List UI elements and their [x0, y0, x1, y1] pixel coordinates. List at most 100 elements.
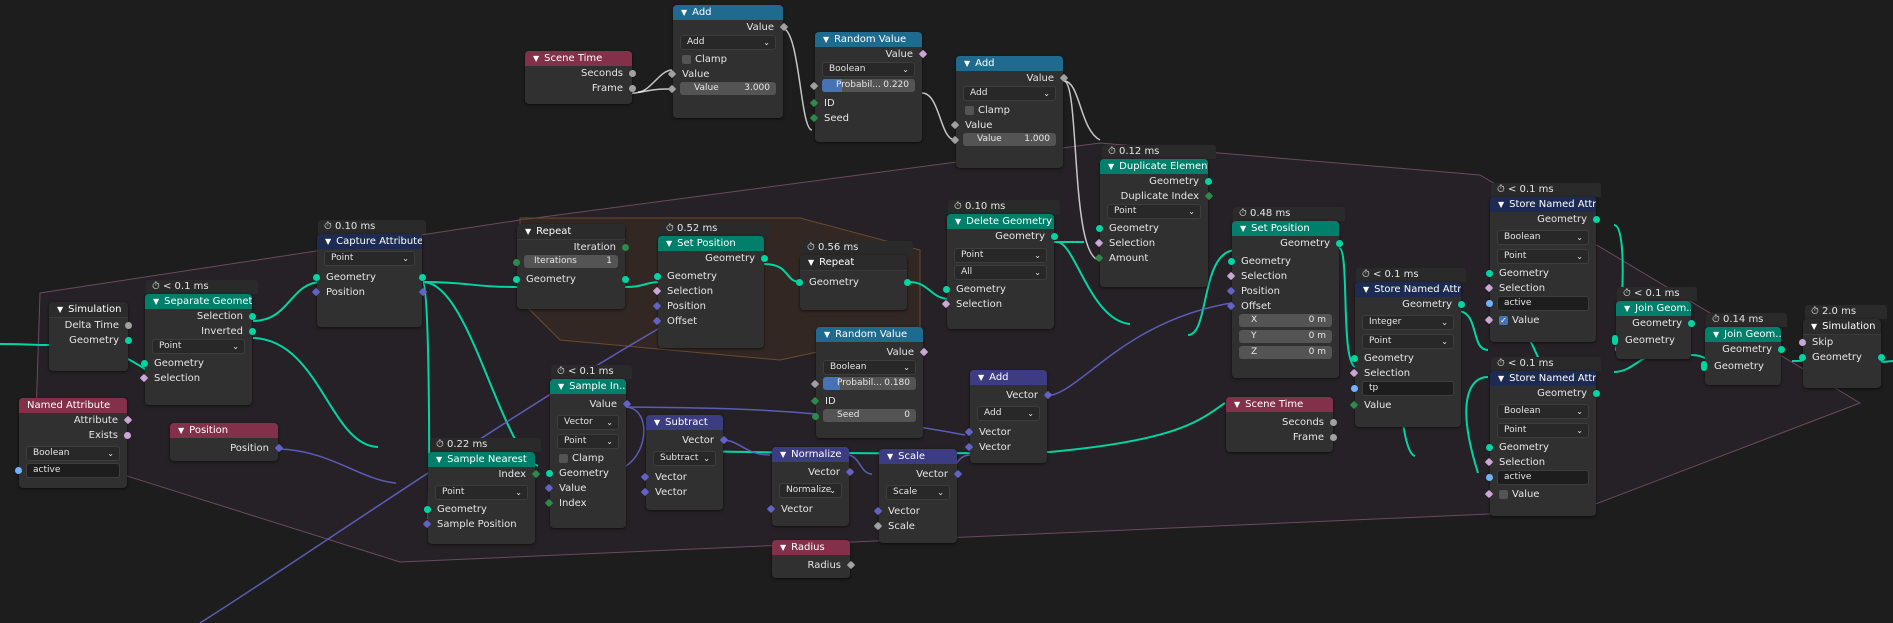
attribute-name-field[interactable]: active — [1497, 470, 1589, 485]
scene-time-node[interactable]: ▼Scene Time Seconds Frame — [1226, 397, 1337, 452]
radius-node[interactable]: ▼Radius Radius — [772, 540, 856, 578]
chevron-down-icon[interactable]: ▼ — [780, 543, 787, 552]
chevron-down-icon[interactable]: ▼ — [1811, 322, 1818, 331]
socket-input[interactable] — [141, 360, 148, 367]
node-header[interactable]: ▼Add — [970, 370, 1047, 385]
socket-output[interactable] — [1336, 240, 1343, 247]
named-attribute-node[interactable]: Named Attribute Attribute Exists Boolean… — [15, 398, 133, 488]
domain-dropdown[interactable]: Point⌄ — [1362, 334, 1454, 349]
chevron-down-icon[interactable]: ▼ — [666, 239, 673, 248]
delete-geometry-node[interactable]: ▼Delete Geometry Geometry Point⌄ All⌄ Ge… — [941, 214, 1058, 329]
socket-input[interactable] — [1096, 225, 1103, 232]
node-header[interactable]: ▼Separate Geometry — [145, 294, 252, 309]
clamp-checkbox[interactable] — [682, 54, 691, 64]
chevron-down-icon[interactable]: ▼ — [887, 452, 894, 461]
node-header[interactable]: ▼Normalize — [772, 447, 849, 462]
store-named-attribute-node[interactable]: ▼Store Named Attri... Geometry Boolean⌄ … — [1484, 371, 1600, 516]
node-header[interactable]: Named Attribute — [19, 398, 127, 413]
duplicate-elements-node[interactable]: ▼Duplicate Elements Geometry Duplicate I… — [1094, 159, 1214, 287]
socket-output[interactable] — [1593, 390, 1600, 397]
operation-dropdown[interactable]: Add⌄ — [977, 406, 1040, 421]
mode-dropdown[interactable]: All⌄ — [954, 265, 1047, 280]
node-header[interactable]: ▼Join Geom... — [1705, 327, 1781, 342]
position-node[interactable]: ▼Position Position — [170, 423, 284, 461]
node-header[interactable]: ▼Subtract — [646, 415, 723, 430]
type-dropdown[interactable]: Boolean⌄ — [822, 62, 915, 77]
chevron-down-icon[interactable]: ▼ — [654, 418, 661, 427]
separate-geometry-node[interactable]: ▼Separate Geometry Selection Inverted Po… — [139, 294, 256, 405]
socket-output[interactable] — [1051, 233, 1058, 240]
socket-input[interactable] — [812, 413, 819, 420]
scene-time-node[interactable]: ▼Scene Time Seconds Frame — [525, 51, 636, 104]
type-dropdown[interactable]: Vector⌄ — [557, 415, 619, 430]
socket-output[interactable] — [1330, 419, 1337, 426]
domain-dropdown[interactable]: Point⌄ — [954, 248, 1047, 263]
node-header[interactable]: ▼Random Value — [815, 32, 922, 47]
subtract-node[interactable]: ▼Subtract Vector Subtract⌄ Vector Vector — [640, 415, 729, 510]
socket-output[interactable] — [1688, 320, 1695, 327]
node-header[interactable]: ▼Position — [170, 423, 278, 438]
socket-output[interactable] — [1593, 216, 1600, 223]
socket-input[interactable] — [1228, 258, 1235, 265]
attribute-name-field[interactable]: active — [1497, 296, 1589, 311]
node-header[interactable]: ▼Set Position — [1232, 221, 1339, 236]
node-header[interactable]: ▼Scene Time — [1226, 397, 1333, 412]
chevron-down-icon[interactable]: ▼ — [780, 450, 787, 459]
node-header[interactable]: ▼Delete Geometry — [947, 214, 1054, 229]
chevron-down-icon[interactable]: ▼ — [681, 8, 688, 17]
node-header[interactable]: ▼Repeat — [517, 224, 625, 240]
socket-output[interactable] — [1205, 178, 1212, 185]
type-dropdown[interactable]: Boolean⌄ — [1497, 230, 1589, 245]
simulation-output-node[interactable]: ▼Simulation Skip Geometry — [1799, 319, 1885, 388]
socket-input[interactable] — [546, 470, 553, 477]
vector-add-node[interactable]: ▼Add Vector Add⌄ Vector Vector — [964, 370, 1053, 463]
normalize-node[interactable]: ▼Normalize Vector Normalize⌄ Vector — [766, 447, 855, 526]
chevron-down-icon[interactable]: ▼ — [824, 330, 831, 339]
domain-dropdown[interactable]: Point⌄ — [435, 485, 528, 500]
node-header[interactable]: ▼Store Named Attri... — [1490, 371, 1596, 386]
socket-output[interactable] — [622, 276, 629, 283]
checkmark-icon[interactable]: ✓ — [1499, 315, 1508, 325]
chevron-down-icon[interactable]: ▼ — [525, 227, 532, 236]
socket-input[interactable] — [1486, 474, 1493, 481]
socket-output[interactable] — [622, 244, 629, 251]
node-header[interactable]: ▼Add — [956, 56, 1063, 71]
socket-output[interactable] — [249, 313, 256, 320]
chevron-down-icon[interactable]: ▼ — [1363, 285, 1370, 294]
socket-input[interactable] — [513, 259, 520, 266]
node-header[interactable]: ▼Set Position — [658, 236, 764, 251]
socket-input[interactable] — [943, 286, 950, 293]
chevron-down-icon[interactable]: ▼ — [558, 382, 565, 391]
value-checkbox[interactable] — [1499, 489, 1508, 499]
type-dropdown[interactable]: Boolean⌄ — [1497, 404, 1589, 419]
node-header[interactable]: ▼Sample In... — [550, 379, 626, 394]
clamp-checkbox[interactable] — [965, 105, 974, 115]
node-header[interactable]: ▼Repeat — [800, 255, 907, 271]
socket-input[interactable] — [654, 273, 661, 280]
socket-input[interactable] — [796, 279, 803, 286]
set-position-node[interactable]: ▼Set Position Geometry Geometry Selectio… — [652, 236, 768, 348]
node-header[interactable]: ▼Scene Time — [525, 51, 632, 66]
node-header[interactable]: ▼Add — [673, 5, 783, 20]
type-dropdown[interactable]: Boolean⌄ — [26, 446, 120, 461]
socket-input[interactable] — [313, 274, 320, 281]
socket-input[interactable] — [424, 506, 431, 513]
chevron-down-icon[interactable]: ▼ — [178, 426, 185, 435]
type-dropdown[interactable]: Boolean⌄ — [823, 360, 916, 375]
socket-input[interactable] — [1799, 354, 1806, 361]
socket-input[interactable] — [1701, 361, 1707, 371]
chevron-down-icon[interactable]: ▼ — [57, 305, 64, 314]
join-geometry-node[interactable]: ▼Join Geom... Geometry Geometry — [1701, 327, 1785, 385]
socket-input[interactable] — [15, 467, 22, 474]
operation-dropdown[interactable]: Scale⌄ — [886, 485, 950, 500]
socket-output[interactable] — [419, 274, 426, 281]
chevron-down-icon[interactable]: ▼ — [1240, 224, 1247, 233]
socket-input[interactable] — [1486, 444, 1493, 451]
simulation-input-node[interactable]: ▼Simulation Delta Time Geometry — [49, 302, 132, 371]
type-dropdown[interactable]: Integer⌄ — [1362, 315, 1454, 330]
